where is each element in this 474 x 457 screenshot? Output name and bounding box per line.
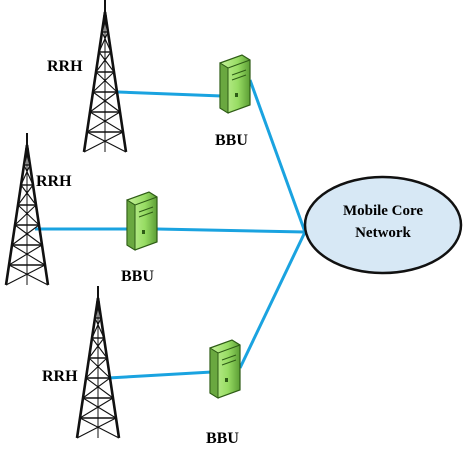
bbu-server-icon-1 (219, 54, 251, 114)
rrh-label-2: RRH (36, 173, 72, 190)
link-bbu3-core (238, 231, 307, 369)
rrh-tower-icon-2 (4, 131, 50, 287)
bbu-label-3: BBU (206, 430, 239, 447)
rrh-label-1: RRH (47, 58, 83, 75)
bbu-label-1: BBU (215, 132, 248, 149)
bbu-server-icon-3 (209, 339, 241, 399)
rrh-tower-icon-1 (82, 0, 128, 154)
core-network-line-1: Mobile Core (342, 203, 424, 219)
core-network-label: Mobile Core Network (303, 200, 463, 244)
core-network-line-2: Network (355, 225, 411, 241)
link-rrh1-bbu1 (117, 90, 223, 98)
connection-links (35, 79, 307, 380)
link-bbu2-core (156, 227, 306, 234)
bbu-label-2: BBU (121, 268, 154, 285)
rrh-tower-icon-3 (75, 284, 121, 440)
link-bbu1-core (248, 79, 307, 233)
bbu-server-icon-2 (126, 191, 158, 251)
mobile-core-network-node (303, 175, 463, 275)
rrh-label-3: RRH (42, 368, 78, 385)
link-rrh3-bbu3 (107, 370, 213, 380)
